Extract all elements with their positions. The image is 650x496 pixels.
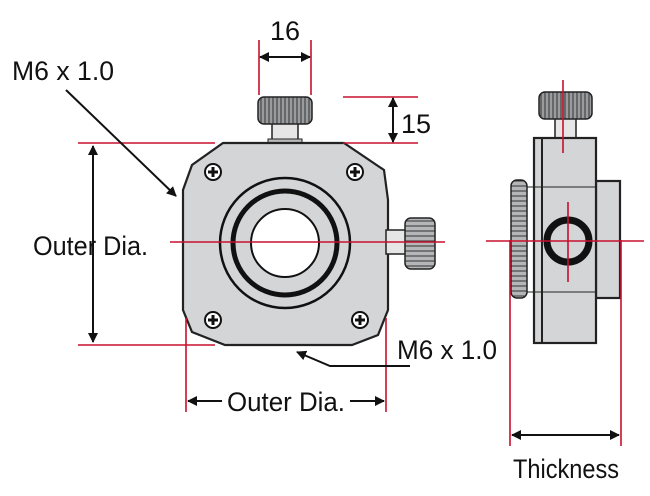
dimension-lines bbox=[78, 40, 644, 446]
side-view-top-knob bbox=[538, 91, 593, 120]
thread-bottom-leader bbox=[296, 350, 410, 367]
screw-icon bbox=[351, 311, 369, 329]
side-view bbox=[510, 91, 622, 345]
side-view-knob-stem bbox=[554, 116, 577, 140]
screw-icon bbox=[346, 163, 364, 181]
thread-top-leader bbox=[65, 89, 177, 197]
front-view bbox=[181, 96, 436, 347]
outer-dia-horizontal-label: Outer Dia. bbox=[227, 387, 345, 417]
retaining-ring bbox=[230, 188, 340, 298]
outer-dia-vertical-label: Outer Dia. bbox=[33, 231, 148, 261]
side-view-ring-cell bbox=[594, 179, 622, 300]
mounting-screws bbox=[204, 163, 369, 329]
side-view-adjuster-wheel bbox=[510, 179, 528, 299]
top-adjuster-knob bbox=[257, 96, 313, 125]
thread-top-label: M6 x 1.0 bbox=[12, 56, 114, 86]
dimension-arrows bbox=[65, 52, 620, 440]
knob-height-label: 15 bbox=[401, 109, 431, 139]
knob-width-label: 16 bbox=[270, 16, 300, 46]
screw-icon bbox=[204, 311, 222, 329]
thread-bottom-label: M6 x 1.0 bbox=[397, 335, 497, 365]
screw-icon bbox=[204, 163, 222, 181]
side-adjuster-knob bbox=[404, 217, 436, 270]
thickness-label: Thickness bbox=[513, 454, 619, 484]
optic-aperture bbox=[250, 208, 320, 278]
